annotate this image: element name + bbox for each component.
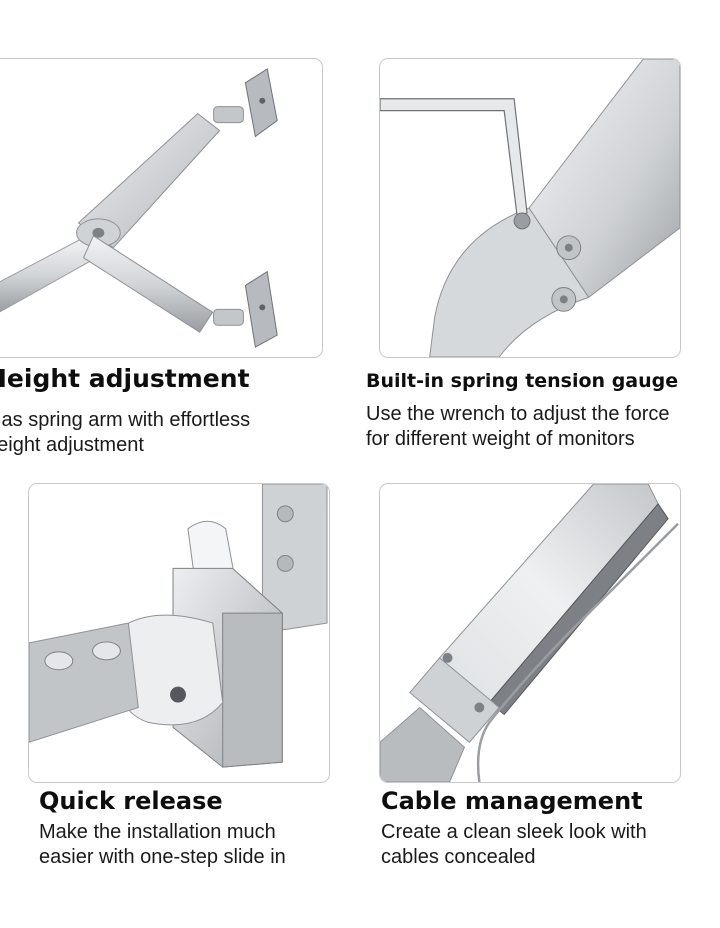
quick-release-title: Quick release: [39, 787, 223, 815]
feature-quick-release: Quick release Make the installation much…: [0, 470, 345, 928]
cable-channel-icon: [380, 484, 679, 782]
feature-height-adjustment: Height adjustment Gas spring arm with ef…: [0, 0, 345, 470]
description-line: cables concealed: [381, 846, 536, 868]
description-line: height adjustment: [0, 434, 144, 456]
quick-release-description: Make the installation much easier with o…: [39, 820, 286, 870]
description-line: Gas spring arm with effortless: [0, 409, 251, 431]
feature-cable-management: Cable management Create a clean sleek lo…: [345, 470, 690, 928]
description-line: easier with one-step slide in: [39, 846, 286, 868]
hex-wrench-icon: [380, 59, 680, 357]
description-line: Use the wrench to adjust the force: [366, 403, 670, 425]
feature-spring-tension: Built-in spring tension gauge Use the wr…: [345, 0, 690, 470]
dual-arm-height-icon: [0, 68, 278, 348]
cable-management-image: [379, 483, 681, 783]
height-adjustment-title: Height adjustment: [0, 364, 250, 393]
cable-management-description: Create a clean sleek look with cables co…: [381, 820, 647, 870]
height-adjustment-description: Gas spring arm with effortless height ad…: [0, 408, 250, 458]
height-adjustment-image: [0, 58, 323, 358]
description-line: Create a clean sleek look with: [381, 821, 647, 843]
spring-tension-title: Built-in spring tension gauge: [366, 370, 679, 392]
description-line: Make the installation much: [39, 821, 276, 843]
spring-tension-description: Use the wrench to adjust the force for d…: [366, 402, 670, 452]
description-line: for different weight of monitors: [366, 428, 635, 450]
quick-release-image: [28, 483, 330, 783]
vesa-quick-release-icon: [29, 484, 328, 768]
spring-tension-image: [379, 58, 681, 358]
cable-management-title: Cable management: [381, 787, 643, 815]
